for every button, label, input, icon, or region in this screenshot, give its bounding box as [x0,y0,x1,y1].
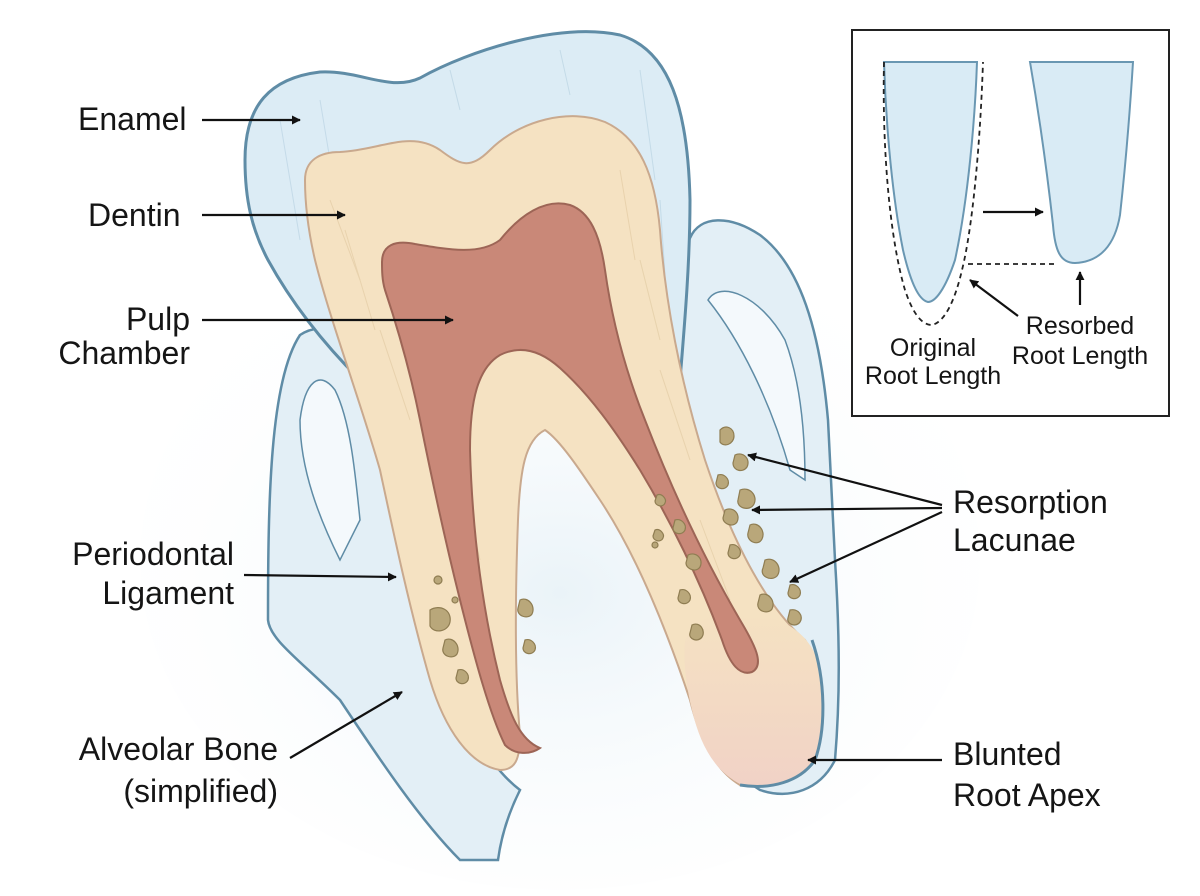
svg-text:Dentin: Dentin [88,197,181,233]
svg-text:Ligament: Ligament [102,575,234,611]
svg-text:Enamel: Enamel [78,101,187,137]
original-root-outline [882,61,984,326]
svg-text:Resorbed: Resorbed [1026,312,1134,340]
original-root [882,61,979,304]
svg-text:Root Length: Root Length [1012,342,1148,370]
label-pulp-chamber: Pulp Chamber [58,301,454,371]
svg-text:Lacunae: Lacunae [953,522,1076,558]
svg-text:Root Length: Root Length [865,362,1001,390]
label-periodontal-ligament: Periodontal Ligament [72,536,397,611]
blunted-root-apex [684,612,823,787]
label-resorption-lacunae: Resorption Lacunae [747,452,1108,583]
root-length-inset: Original Root Length Resorbed Root Lengt… [851,29,1170,417]
svg-text:(simplified): (simplified) [123,773,278,809]
svg-text:Root Apex: Root Apex [953,777,1101,813]
label-enamel: Enamel [78,101,301,137]
svg-text:Blunted: Blunted [953,736,1062,772]
svg-text:Original: Original [890,334,976,362]
svg-text:Resorption: Resorption [953,484,1108,520]
resorption-lacunae [429,426,802,685]
svg-text:Chamber: Chamber [58,335,190,371]
label-alveolar-bone: Alveolar Bone (simplified) [79,691,403,809]
svg-text:Alveolar Bone: Alveolar Bone [79,731,278,767]
label-blunted-root-apex: Blunted Root Apex [807,736,1101,813]
label-dentin: Dentin [88,197,346,233]
enamel-texture [279,49,669,321]
svg-text:Periodontal: Periodontal [72,536,234,572]
resorbed-root [1028,61,1135,265]
svg-text:Pulp: Pulp [126,301,190,337]
pulp-chamber [380,202,759,754]
